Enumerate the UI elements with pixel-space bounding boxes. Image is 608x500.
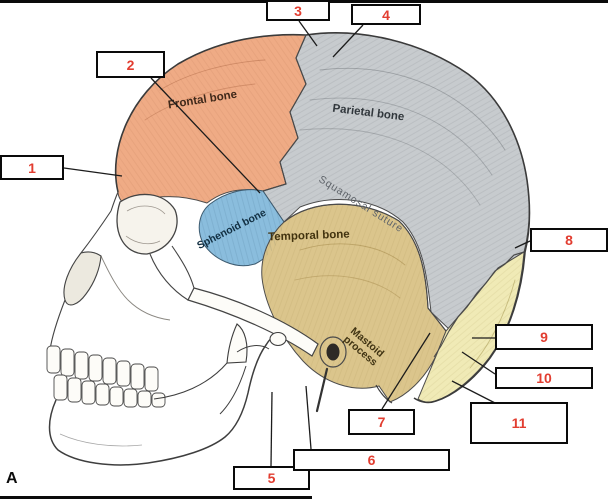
cranium-outline bbox=[114, 32, 531, 404]
maxilla-cheek-line bbox=[100, 255, 171, 321]
callout-box-9[interactable]: 9 bbox=[495, 324, 593, 350]
occipitomastoid-suture bbox=[433, 330, 450, 358]
callout-box-2[interactable]: 2 bbox=[96, 51, 165, 78]
callout-box-10[interactable]: 10 bbox=[495, 367, 593, 389]
callout-box-11[interactable]: 11 bbox=[470, 402, 568, 444]
mastoid-edge bbox=[375, 384, 393, 404]
callout-number-5: 5 bbox=[267, 470, 276, 486]
leader-line-10 bbox=[461, 351, 496, 375]
squamosal-suture-line bbox=[283, 203, 447, 332]
leader-line-5 bbox=[270, 391, 273, 467]
callout-number-11: 11 bbox=[511, 415, 527, 431]
callout-number-10: 10 bbox=[536, 370, 552, 386]
callout-number-1: 1 bbox=[28, 159, 36, 176]
leader-line-6 bbox=[305, 385, 312, 450]
callout-box-8[interactable]: 8 bbox=[530, 228, 608, 252]
mandibular-condyle bbox=[269, 331, 287, 347]
leader-line-8 bbox=[514, 240, 531, 249]
callout-number-3: 3 bbox=[294, 2, 302, 19]
temporal-bone-label: Temporal bone bbox=[268, 229, 350, 244]
nasion-line bbox=[110, 191, 119, 212]
leader-lines bbox=[63, 20, 531, 467]
mandible bbox=[48, 323, 287, 466]
coronal-suture bbox=[262, 34, 307, 192]
sigmoid-notch bbox=[236, 345, 270, 353]
teeth-lower bbox=[53, 374, 166, 408]
callout-box-7[interactable]: 7 bbox=[348, 409, 415, 435]
callout-number-9: 9 bbox=[540, 329, 548, 345]
callout-number-4: 4 bbox=[382, 6, 390, 23]
styloid-process bbox=[315, 367, 329, 413]
ramus-front-edge bbox=[219, 365, 247, 415]
panel-letter: A bbox=[6, 470, 18, 487]
callout-number-7: 7 bbox=[377, 414, 386, 430]
engraving-arcs bbox=[144, 59, 516, 369]
leader-line-2 bbox=[150, 77, 261, 194]
coronoid-process bbox=[226, 323, 248, 364]
leader-line-3 bbox=[298, 20, 318, 47]
engraving-hatch bbox=[115, 32, 530, 403]
callout-box-4[interactable]: 4 bbox=[351, 4, 421, 25]
lambdoid-suture bbox=[448, 251, 525, 332]
callout-box-3[interactable]: 3 bbox=[266, 0, 330, 21]
teeth-upper bbox=[46, 345, 159, 392]
nasal-bridge bbox=[80, 210, 112, 254]
callout-number-6: 6 bbox=[367, 452, 376, 468]
leader-line-4 bbox=[332, 24, 364, 58]
leader-line-11 bbox=[451, 380, 498, 405]
leader-line-7 bbox=[381, 332, 431, 410]
ear-region bbox=[315, 336, 393, 413]
ear-canal-ring bbox=[319, 336, 347, 368]
callout-box-6[interactable]: 6 bbox=[293, 449, 450, 471]
callout-number-8: 8 bbox=[565, 232, 573, 248]
nasal-aperture bbox=[63, 251, 102, 306]
anterior-maxilla bbox=[49, 299, 66, 351]
leader-line-1 bbox=[63, 167, 123, 177]
callout-number-2: 2 bbox=[126, 56, 135, 73]
mandible-top-edge bbox=[153, 362, 228, 400]
callout-box-1[interactable]: 1 bbox=[0, 155, 64, 180]
external-acoustic-meatus bbox=[326, 343, 340, 361]
zygomatic-body-lower bbox=[149, 253, 189, 301]
zygomatic-body-upper bbox=[171, 245, 195, 289]
eye-orbit bbox=[116, 193, 178, 255]
